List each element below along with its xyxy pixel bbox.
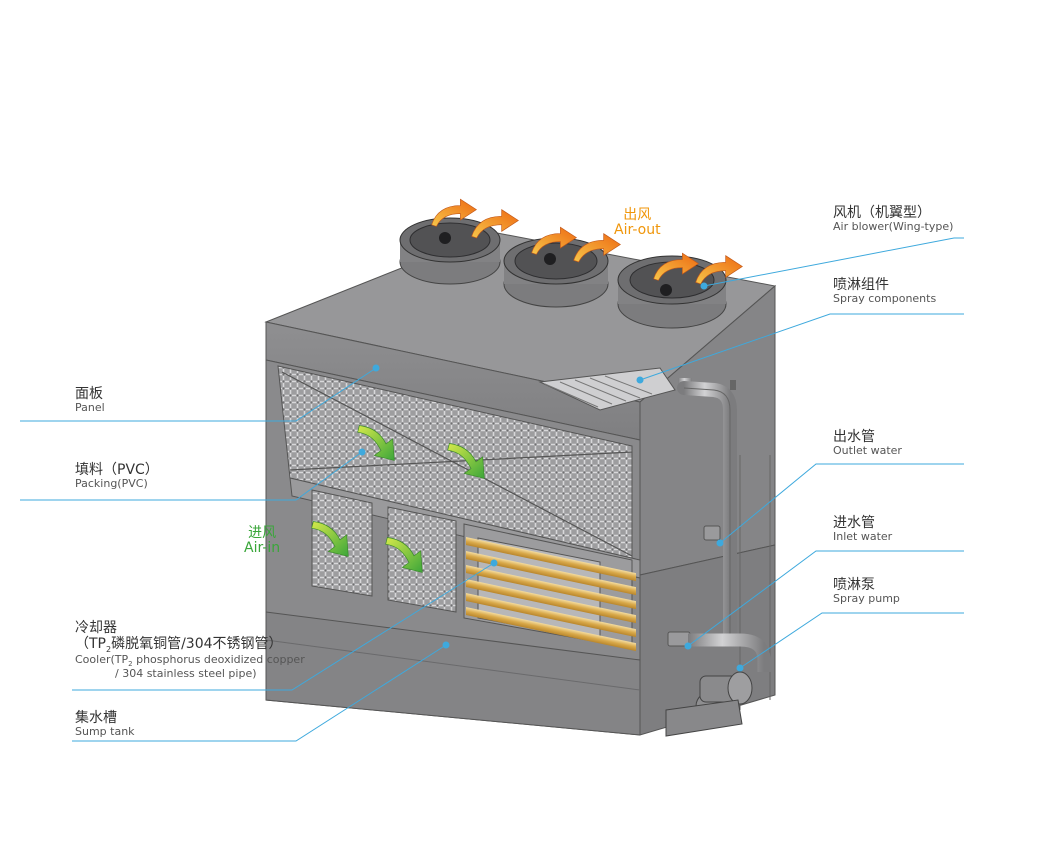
label-sump-tank: 集水槽 Sump tank — [75, 710, 135, 739]
inlet-water-zh: 进水管 — [833, 515, 875, 531]
spray-pump-en: Spray pump — [833, 592, 900, 606]
tower-body — [264, 231, 777, 736]
air-in-en: Air-in — [244, 540, 281, 557]
label-inlet-water: 进水管 Inlet water — [833, 515, 892, 544]
inlet-water-en: Inlet water — [833, 530, 893, 544]
spray-components-zh: 喷淋组件 — [833, 277, 889, 293]
fan-right — [617, 255, 727, 329]
coil-tubes — [466, 537, 636, 652]
cooler-en-sub: 2 — [128, 660, 133, 669]
label-air-blower: 风机（机翼型） Air blower(Wing-type) — [833, 205, 953, 234]
packing-zh: 填料（PVC） — [75, 462, 159, 478]
label-packing: 填料（PVC） Packing(PVC) — [75, 462, 159, 491]
air-out-label: 出风 Air-out — [614, 207, 661, 239]
spray-pump-zh: 喷淋泵 — [833, 577, 875, 593]
cooler-zh-pre: （TP — [75, 636, 106, 653]
air-in-zh: 进风 — [248, 525, 277, 541]
label-outlet-water: 出水管 Outlet water — [833, 429, 902, 458]
spray-components-en: Spray components — [833, 292, 937, 306]
leader-lines — [20, 237, 964, 742]
cooler-en-line1: Cooler(TP2 phosphorus deoxidized copper — [75, 653, 305, 669]
cooler-zh-line2: （TP2磷脱氧铜管/304不锈钢管） — [75, 636, 305, 654]
label-spray-pump: 喷淋泵 Spray pump — [833, 577, 900, 606]
outlet-water-zh: 出水管 — [833, 429, 875, 445]
air-out-en: Air-out — [614, 222, 661, 239]
cooler-en-line2: / 304 stainless steel pipe) — [115, 667, 257, 681]
packing-en: Packing(PVC) — [75, 477, 148, 491]
label-panel: 面板 Panel — [75, 386, 105, 415]
label-spray-components: 喷淋组件 Spray components — [833, 277, 936, 306]
sump-tank-en: Sump tank — [75, 725, 135, 739]
cooler-en-pre: Cooler(TP — [75, 653, 129, 667]
air-blower-zh: 风机（机翼型） — [833, 205, 931, 221]
panel-en: Panel — [75, 401, 105, 415]
cooler-zh-sub: 2 — [106, 644, 112, 654]
pipework — [665, 378, 771, 737]
sump-tank-zh: 集水槽 — [75, 710, 117, 726]
panel-zh: 面板 — [75, 386, 103, 402]
cooler-zh-line1: 冷却器 — [75, 620, 117, 636]
label-cooler: 冷却器 （TP2磷脱氧铜管/304不锈钢管） Cooler(TP2 phosph… — [75, 620, 305, 681]
air-in-label: 进风 Air-in — [244, 525, 281, 557]
air-out-zh: 出风 — [623, 207, 652, 223]
cooler-zh-post: 磷脱氧铜管/304不锈钢管） — [111, 636, 283, 653]
outlet-water-en: Outlet water — [833, 444, 902, 458]
cooler-en-post: phosphorus deoxidized copper — [132, 653, 305, 667]
air-blower-en: Air blower(Wing-type) — [833, 220, 954, 234]
